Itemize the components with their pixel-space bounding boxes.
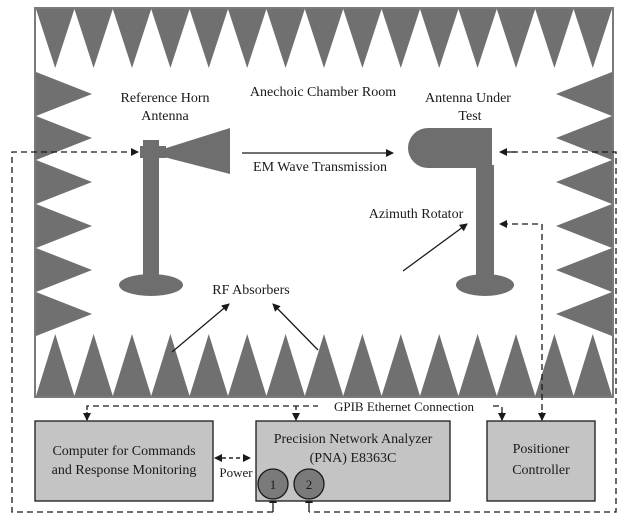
absorber-wedge: [535, 334, 574, 396]
absorber-wedge: [228, 334, 267, 396]
absorber-wedge: [36, 160, 92, 204]
absorber-wedge: [36, 248, 92, 292]
gpib-label-bg: [318, 400, 490, 414]
horn-label-line1: Reference Horn: [120, 91, 209, 106]
absorber-wedge: [189, 9, 228, 68]
absorber-wedge: [556, 292, 612, 336]
reference-horn-antenna: [119, 128, 230, 296]
cable-port1-to-horn: [11, 148, 273, 513]
pna-box: [255, 420, 451, 502]
absorber-wedge: [74, 9, 113, 68]
absorber-wedge: [343, 334, 382, 396]
absorber-wedge: [458, 334, 497, 396]
pna-port-2: [293, 468, 325, 500]
em-wave-label: EM Wave Transmission: [253, 160, 387, 175]
absorber-wedge: [556, 160, 612, 204]
aut-label-line1: Antenna Under: [425, 91, 511, 106]
chamber-label: Anechoic Chamber Room: [250, 85, 396, 100]
absorber-wedge: [381, 334, 420, 396]
absorber-wedge: [381, 9, 420, 68]
absorber-callout-arrow-left: [171, 303, 230, 353]
aut-label-line2: Test: [458, 109, 481, 124]
absorber-wedge: [496, 334, 536, 396]
absorber-wedge: [573, 334, 612, 396]
absorber-wedge: [496, 9, 536, 68]
pna-port-1-label: 1: [270, 477, 277, 492]
absorber-wedge: [189, 334, 228, 396]
absorber-wedge: [458, 9, 497, 68]
absorber-wedge: [556, 248, 612, 292]
absorber-wedge: [420, 334, 459, 396]
absorber-wedge: [228, 9, 267, 68]
pna-port-2-label: 2: [306, 477, 313, 492]
absorber-wedge: [36, 72, 92, 116]
absorber-wedge: [36, 292, 92, 336]
absorber-wedge: [535, 9, 574, 68]
absorber-callout-arrow-right: [272, 303, 319, 351]
absorber-wedge: [36, 116, 92, 160]
absorber-wedge: [573, 9, 612, 68]
absorber-wedge: [112, 334, 152, 396]
absorber-wedge: [556, 116, 612, 160]
absorbers-left: [36, 72, 92, 336]
cable-positioner-to-rotator: [499, 220, 543, 420]
positioner-label-line1: Positioner: [513, 442, 570, 457]
horn-label-line2: Antenna: [141, 109, 189, 124]
pna-port-1: [257, 468, 289, 500]
antenna-under-test: [408, 128, 514, 296]
absorber-wedge: [304, 9, 344, 68]
azimuth-callout-arrow: [402, 223, 468, 272]
absorber-wedge: [304, 334, 344, 396]
absorbers-label: RF Absorbers: [212, 283, 289, 298]
computer-label-line1: Computer for Commands: [52, 444, 195, 459]
absorber-wedge: [151, 334, 190, 396]
absorber-wedge: [266, 9, 305, 68]
chamber-frame: [34, 7, 614, 398]
absorber-wedge: [556, 204, 612, 248]
azimuth-label: Azimuth Rotator: [369, 207, 464, 222]
absorber-wedge: [112, 9, 152, 68]
absorber-wedge: [36, 334, 75, 396]
gpib-label: GPIB Ethernet Connection: [334, 399, 475, 414]
pna-label-line1: Precision Network Analyzer: [274, 432, 433, 447]
power-label: Power: [219, 465, 253, 480]
positioner-box: [486, 420, 596, 502]
absorber-wedge: [151, 9, 190, 68]
computer-box: [34, 420, 214, 502]
pna-label-line2: (PNA) E8363C: [310, 451, 397, 466]
absorber-wedge: [420, 9, 459, 68]
absorber-wedge: [74, 334, 113, 396]
computer-label-line2: and Response Monitoring: [52, 463, 197, 478]
absorber-wedge: [36, 9, 75, 68]
absorbers-top: [36, 9, 612, 68]
absorbers-bottom: [36, 334, 612, 396]
absorber-wedge: [343, 9, 382, 68]
cable-aut-to-port2: [309, 151, 617, 513]
absorber-wedge: [556, 72, 612, 116]
absorbers-right: [556, 72, 612, 336]
absorber-wedge: [266, 334, 305, 396]
positioner-label-line2: Controller: [512, 463, 570, 478]
absorber-wedge: [36, 204, 92, 248]
